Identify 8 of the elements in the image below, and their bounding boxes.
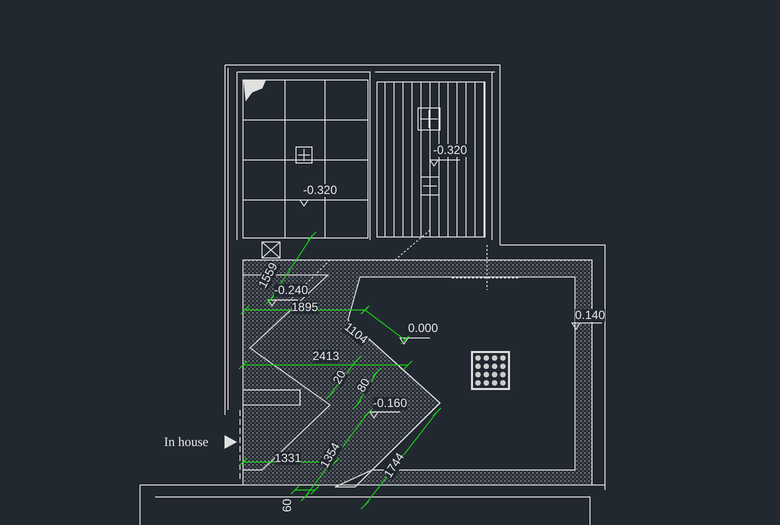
dimension-text: -0.320 (433, 144, 468, 156)
direction-label: In house (164, 434, 208, 448)
dimension-text: -0.160 (373, 396, 408, 410)
dimension-text: -0.320 (303, 184, 338, 196)
dimension-text: 0.140 (575, 308, 606, 322)
dimension-text: -0.240 (274, 284, 308, 296)
dimension-text: 0.000 (408, 322, 438, 334)
dimension-text: 60 (280, 498, 294, 512)
